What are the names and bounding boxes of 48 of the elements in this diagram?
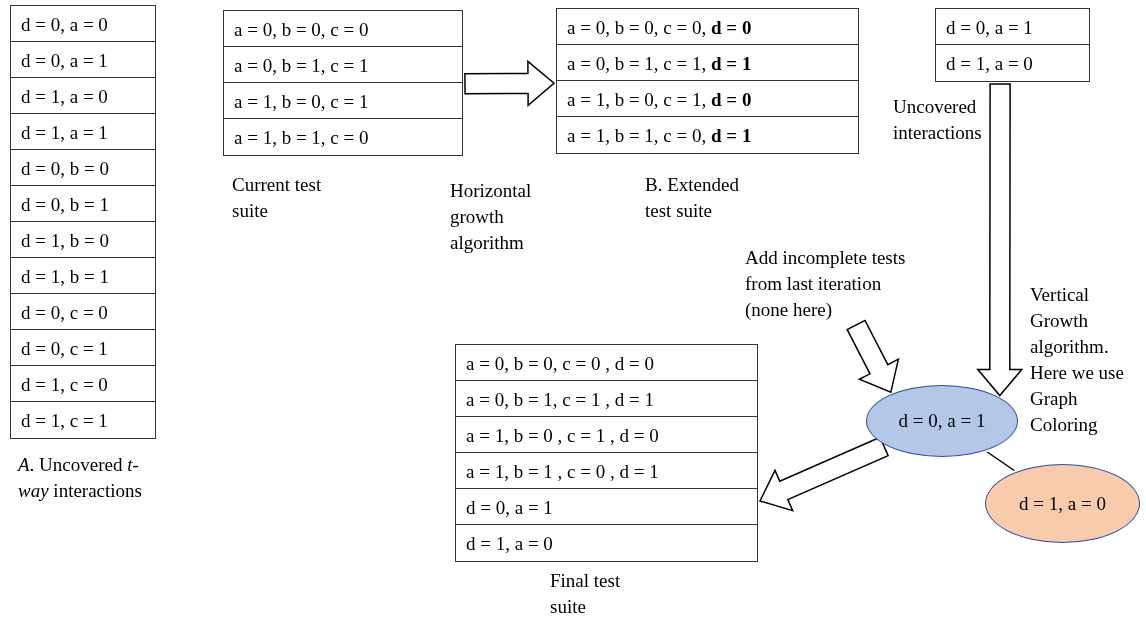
- node-label: Uncovered interactions: [893, 95, 983, 145]
- text-label: Horizontal growth algorithm: [450, 179, 533, 255]
- table: [455, 344, 758, 562]
- edge-label: Vertical Growth algorithm. Here we use Graph Coloring: [1030, 283, 1125, 437]
- ellipse-node: d = 0, a = 1: [866, 385, 1018, 457]
- table-row: a = 1, b = 1 , c = 0 , d = 1: [456, 453, 757, 489]
- table-row-text: a = 1, b = 1, c = 0: [233, 126, 370, 150]
- table-row: a = 0, b = 1, c = 1: [224, 47, 462, 83]
- node-label: B. Extended test suite: [645, 173, 740, 223]
- table-row: a = 1, b = 0 , c = 1 , d = 0: [456, 417, 757, 453]
- table-row: d = 1, a = 1: [11, 114, 155, 150]
- table-row: d = 0, c = 0: [11, 294, 155, 330]
- table-row: d = 0, a = 1: [11, 42, 155, 78]
- table: [10, 5, 156, 439]
- table-row: d = 0, b = 0: [11, 150, 155, 186]
- table-row: d = 0, b = 1: [11, 186, 155, 222]
- table-row: d = 0, a = 1: [936, 9, 1089, 45]
- block-arrow: [846, 319, 900, 394]
- node-label: Current test suite: [232, 173, 323, 223]
- table-row: a = 0, b = 0, c = 0, d = 0: [557, 9, 858, 45]
- table-row: d = 0, a = 1: [456, 489, 757, 525]
- table-row: a = 1, b = 0, c = 1: [224, 83, 462, 119]
- table-row: d = 1, b = 1: [11, 258, 155, 294]
- block-arrow: [758, 436, 890, 512]
- table-row: a = 0, b = 1, c = 1 , d = 1: [456, 381, 757, 417]
- note-text: Add incomplete tests from last iteration (none here): [745, 245, 925, 323]
- node-label: A. Uncovered t-way interactions: [18, 453, 143, 503]
- connector-line: [986, 451, 1016, 472]
- table-row: a = 1, b = 0, c = 1, d = 0: [557, 81, 858, 117]
- table: [223, 10, 463, 156]
- table-row-text: d = 1, c = 1: [20, 409, 109, 433]
- table-row: d = 1, b = 0: [11, 222, 155, 258]
- ellipse-node: d = 1, a = 0: [985, 464, 1140, 543]
- table-row: a = 0, b = 1, c = 1, d = 1: [557, 45, 858, 81]
- table: [935, 8, 1090, 82]
- table: [556, 8, 859, 154]
- table-row-text: d = 1, a = 0: [945, 52, 1034, 76]
- table-row: a = 0, b = 0, c = 0 , d = 0: [456, 345, 757, 381]
- table-row: d = 0, a = 0: [11, 6, 155, 42]
- block-arrow: [976, 83, 1024, 397]
- table-row-text: a = 1, b = 1, c = 0, d = 1: [566, 124, 753, 148]
- table-row: d = 1, c = 0: [11, 366, 155, 402]
- table-row-text: d = 1, a = 0: [465, 532, 554, 556]
- table-row: d = 1, a = 0: [11, 78, 155, 114]
- block-arrow: [464, 59, 556, 108]
- node-label: Final test suite: [550, 569, 622, 619]
- table-row: a = 0, b = 0, c = 0: [224, 11, 462, 47]
- table-row: d = 0, c = 1: [11, 330, 155, 366]
